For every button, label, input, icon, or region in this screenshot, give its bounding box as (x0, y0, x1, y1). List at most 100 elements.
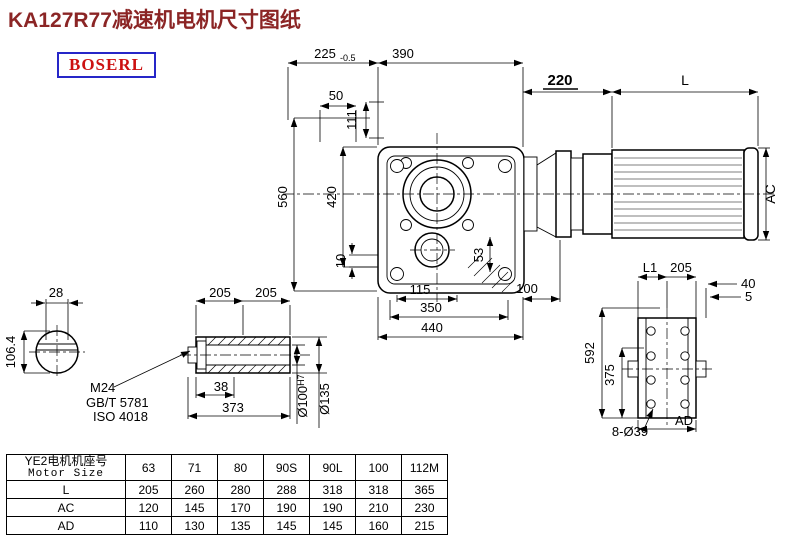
cell: 160 (355, 516, 402, 535)
cell: 110 (125, 516, 172, 535)
dim-50-label: 50 (329, 88, 343, 103)
dim-38-label: 38 (214, 379, 228, 394)
bolt-notes: M24 GB/T 5781 ISO 4018 (86, 350, 191, 424)
dim-40-label: 40 (741, 276, 755, 291)
dim-53-label: 53 (471, 248, 486, 262)
row-label-L: L (6, 480, 126, 500)
dim-225: 225 -0.5 (287, 46, 379, 145)
dim-205b-label: 205 (255, 285, 277, 300)
cell: 318 (355, 480, 402, 500)
rear-holes-callout: 8-Ø39 (612, 408, 654, 439)
cell: 365 (401, 480, 448, 500)
col-90S: 90S (263, 453, 310, 482)
col-100: 100 (355, 453, 402, 482)
shaft-detail-view (180, 336, 310, 374)
dim-AC: AC (758, 147, 778, 241)
cell: 318 (309, 480, 356, 500)
rear-holes-label: 8-Ø39 (612, 424, 648, 439)
dim-28-label: 28 (49, 285, 63, 300)
dim-111: 111 (344, 101, 384, 139)
adapter-bell (536, 152, 557, 238)
dim-38: 38 (195, 377, 235, 399)
cell: 135 (217, 516, 264, 535)
dim-375-label: 375 (602, 364, 617, 386)
row-label-AD: AD (6, 516, 126, 535)
dim-L-label: L (681, 72, 689, 88)
cell: 145 (171, 498, 218, 518)
dim-373: 373 (187, 377, 291, 420)
dim-560-label: 560 (275, 186, 290, 208)
centerlines (283, 133, 775, 302)
col-80: 80 (217, 453, 264, 482)
table-header-label: YE2电机机座号 Motor Size (6, 453, 126, 482)
dim-d135-label: Ø135 (317, 383, 332, 415)
dim-115-label: 115 (410, 282, 431, 297)
row-label-AC: AC (6, 498, 126, 518)
dim-205-rear-label: 205 (670, 260, 692, 275)
rear-bolt-holes (646, 326, 690, 409)
dim-205-205: 205 205 (195, 285, 291, 335)
table-row-L: L 205 260 280 288 318 318 365 (6, 480, 448, 500)
dim-225-label: 225 (314, 46, 336, 61)
cell: 190 (263, 498, 310, 518)
dim-560: 560 (275, 117, 377, 292)
dim-205a-label: 205 (209, 285, 231, 300)
cell: 145 (263, 516, 310, 535)
dim-375: 375 (602, 347, 644, 418)
cell: 145 (309, 516, 356, 535)
table-row-AD: AD 110 130 135 145 145 160 215 (6, 516, 448, 535)
dim-100-label: 100 (516, 281, 538, 296)
cell: 288 (263, 480, 310, 500)
dim-111-label: 111 (344, 110, 359, 130)
dim-AD-label: AD (675, 413, 693, 428)
cell: 120 (125, 498, 172, 518)
dim-AD: AD (637, 413, 697, 433)
dim-53: 53 (471, 237, 494, 272)
dim-40: 40 (705, 276, 755, 318)
table-row-AC: AC 120 145 170 190 190 210 230 (6, 498, 448, 518)
dim-420: 420 (324, 146, 377, 268)
shaft-cross-section (29, 325, 85, 379)
brand-logo: BOSERL (57, 52, 156, 78)
dim-L1-label: L1 (643, 260, 657, 275)
dim-592: 592 (582, 307, 660, 419)
dim-106-4: 106.4 (3, 330, 50, 374)
dim-373-label: 373 (222, 400, 244, 415)
dim-28: 28 (31, 285, 83, 340)
dim-L1-205: L1 205 (637, 260, 697, 318)
dim-390: 390 (378, 46, 524, 147)
cell: 190 (309, 498, 356, 518)
dim-440-label: 440 (421, 320, 443, 335)
col-112M: 112M (401, 453, 448, 482)
dim-106-label: 106.4 (3, 336, 18, 369)
dim-592-label: 592 (582, 342, 597, 364)
note-gbt5781: GB/T 5781 (86, 395, 149, 410)
gearbox-front-view (377, 146, 525, 294)
dim-220-label: 220 (547, 72, 572, 89)
table-header-row: YE2电机机座号 Motor Size 63 71 80 90S 90L 100… (6, 453, 448, 482)
dim-10: 10 (333, 243, 378, 279)
dim-350-label: 350 (420, 300, 442, 315)
dim-350: 350 (389, 300, 509, 321)
dim-50: 50 (319, 88, 357, 142)
col-71: 71 (171, 453, 218, 482)
dim-d100h7-label: Ø100H7 (295, 374, 310, 417)
table-header-cn: YE2电机机座号 (24, 454, 108, 468)
note-iso4018: ISO 4018 (93, 409, 148, 424)
motor-fins (614, 157, 742, 231)
dim-10-label: 10 (333, 254, 348, 268)
dim-220: 220 (523, 72, 613, 148)
motor-size-table: YE2电机机座号 Motor Size 63 71 80 90S 90L 100… (6, 453, 448, 535)
dim-440: 440 (377, 297, 524, 341)
note-m24: M24 (90, 380, 115, 395)
cell: 130 (171, 516, 218, 535)
dim-L: L (612, 72, 759, 146)
col-90L: 90L (309, 453, 356, 482)
dim-5-label: 5 (745, 289, 752, 304)
cell: 215 (401, 516, 448, 535)
cell: 210 (355, 498, 402, 518)
dim-115: 115 (396, 282, 458, 303)
dim-diameters: Ø100H7 Ø135 (292, 336, 332, 428)
